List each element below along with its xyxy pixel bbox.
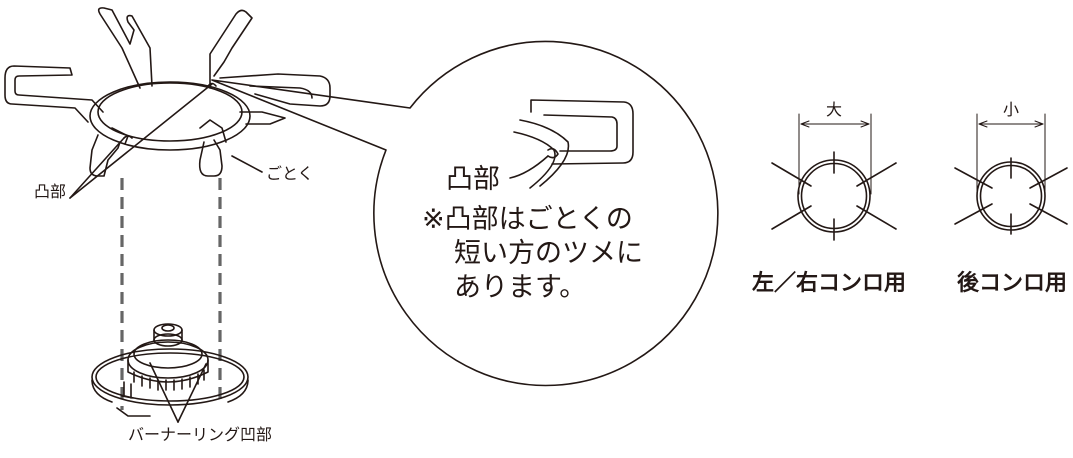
burner-assembly — [91, 323, 249, 417]
note-line: あります。 — [454, 272, 587, 303]
burner-ring-label: バーナーリング凹部 — [128, 425, 273, 444]
callout-note: ※凸部はごとくの 短い方のツメに あります。 — [422, 203, 643, 305]
note-line: 短い方のツメに — [454, 238, 643, 269]
gotoku-trivet — [4, 7, 331, 177]
callout-magnifier — [211, 40, 719, 387]
burner-icon-large — [771, 113, 897, 241]
caption-rear-burner: 後コンロ用 — [957, 271, 1068, 296]
size-label-large: 大 — [826, 100, 843, 119]
note-line: ※凸部はごとくの — [422, 204, 633, 235]
caption-left-right-burner: 左／右コンロ用 — [752, 271, 907, 296]
callout-totsubu-label: 凸部 — [446, 164, 500, 195]
gotoku-label: ごとく — [266, 164, 314, 183]
size-label-small: 小 — [1003, 100, 1020, 119]
burner-icon-small — [954, 113, 1068, 235]
totsubu-label: 凸部 — [34, 182, 67, 201]
